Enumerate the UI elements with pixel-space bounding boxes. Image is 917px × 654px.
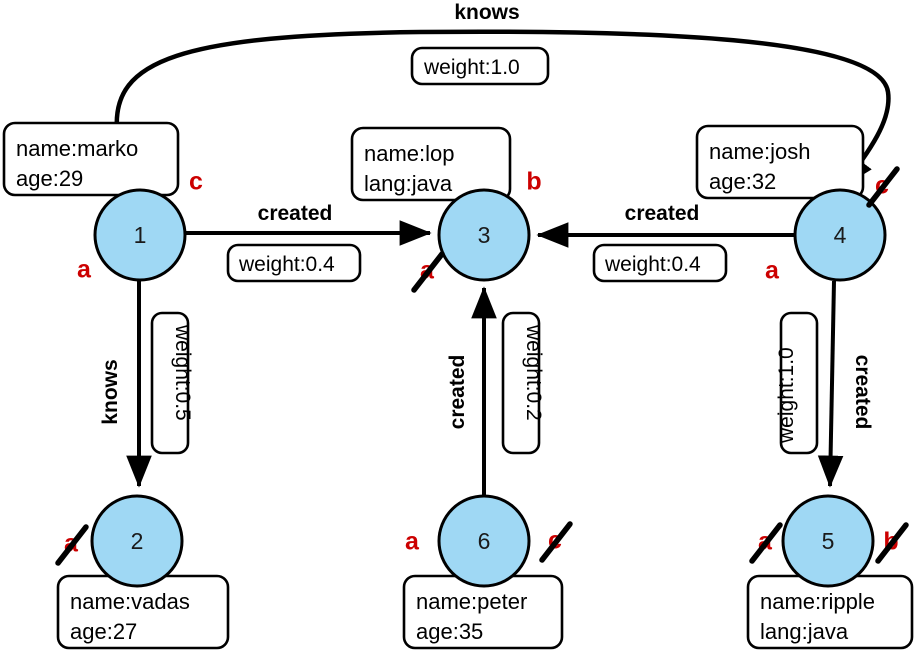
prop-box-node-1: name:marko age:29 [2,121,180,197]
node-id-label: 1 [134,222,147,248]
marker-node-2-a-struck: a [55,524,89,566]
marker-letter: c [189,168,203,196]
prop-box-rect [2,121,180,197]
node-circle[interactable] [437,188,531,282]
marker-node-1-a: a [76,254,93,284]
weight-label: weight:1.0 [423,56,520,79]
prop-line: name:vadas [70,589,190,614]
node-id-label: 4 [834,222,847,248]
marker-node-4-c-struck: c [866,166,900,208]
edges-layer [114,29,891,496]
prop-box-rect [695,124,865,200]
marker-node-6-c-struck: c [539,521,573,563]
node-circle[interactable] [90,494,184,588]
node-id-label: 3 [478,222,491,248]
weight-label: weight:1.0 [775,347,798,444]
weight-box-rect [501,311,541,455]
weight-box-edge-1-to-4: weight:1.0 [410,46,550,86]
node-5[interactable]: 5 [781,494,875,588]
marker-node-1-c: c [188,166,204,196]
marker-node-4-a: a [764,255,781,285]
strikethrough-icon [539,521,573,563]
prop-box-node-2: name:vadas age:27 [56,574,230,650]
weight-label: weight:0.4 [604,253,701,276]
prop-line: lang:java [364,171,453,196]
prop-line: name:josh [709,139,811,164]
weight-box-rect [779,311,819,455]
node-6[interactable]: 6 [437,494,531,588]
edge-type-labels-layer: knows created created knows created crea… [97,0,875,431]
edge-type-label-4-to-3: created [625,202,700,225]
weight-label: weight:0.2 [522,324,545,421]
edge-type-label-1-to-2: knows [99,359,122,424]
edge-4-to-5-created[interactable] [817,280,844,488]
weight-box-edge-1-to-2: weight:0.5 [150,311,194,455]
marker-node-5-a-struck: a [749,522,783,564]
edge-type-label-6-to-3: created [446,355,469,430]
weight-box-edge-1-to-3: weight:0.4 [226,243,362,283]
weight-box-rect [226,243,362,283]
weight-box-edge-4-to-5: weight:1.0 [775,311,819,455]
prop-line: name:lop [364,141,455,166]
prop-line: name:marko [16,136,138,161]
weight-box-rect [592,243,728,283]
node-4[interactable]: 4 [793,188,887,282]
prop-line: age:29 [16,166,83,191]
access-markers-layer: c a b a c a a [55,166,909,566]
marker-letter: a [405,528,420,556]
prop-line: age:35 [416,619,483,644]
prop-line: name:ripple [760,589,875,614]
strikethrough-icon [411,251,445,293]
node-id-label: 2 [131,528,144,554]
edge-1-to-4-knows[interactable] [114,29,891,188]
marker-letter: a [765,257,780,285]
node-1[interactable]: 1 [93,188,187,282]
strikethrough-icon [55,524,89,566]
marker-letter: b [526,168,541,196]
marker-letter: a [77,256,92,284]
weight-box-edge-4-to-3: weight:0.4 [592,243,728,283]
marker-node-3-a-struck: a [411,251,445,293]
prop-box-node-5: name:ripple lang:java [746,574,914,650]
edge-type-label-1-to-4: knows [454,1,519,24]
prop-line: name:peter [416,589,527,614]
node-circle[interactable] [437,494,531,588]
edge-type-label-1-to-3: created [258,202,333,225]
weight-box-rect [410,46,550,86]
property-boxes-layer: name:marko age:29 name:lop lang:java nam… [2,121,914,650]
strikethrough-icon [875,522,909,564]
node-circle[interactable] [793,188,887,282]
marker-node-6-a: a [404,526,421,556]
node-circle[interactable] [781,494,875,588]
node-circle[interactable] [93,188,187,282]
edge-type-label-4-to-5: created [851,355,874,430]
prop-line: lang:java [760,619,849,644]
prop-box-rect [350,126,512,202]
node-3[interactable]: 3 [437,188,531,282]
nodes-layer: 1 2 3 4 5 6 [90,188,887,588]
prop-box-node-3: name:lop lang:java [350,126,512,202]
prop-line: age:32 [709,169,776,194]
strikethrough-icon [866,166,900,208]
node-id-label: 6 [478,528,491,554]
marker-node-5-b-struck: b [875,522,909,564]
prop-line: age:27 [70,619,137,644]
weight-box-edge-6-to-3: weight:0.2 [501,311,545,455]
node-id-label: 5 [822,528,835,554]
weight-label: weight:0.5 [171,324,194,421]
weight-box-rect [150,311,190,455]
edge-weight-boxes-layer: weight:1.0 weight:0.4 weight:0.4 weight:… [150,46,819,455]
node-2[interactable]: 2 [90,494,184,588]
marker-node-3-b: b [525,166,543,196]
prop-box-node-6: name:peter age:35 [402,574,564,650]
weight-label: weight:0.4 [238,253,335,276]
prop-box-node-4: name:josh age:32 [695,124,865,200]
strikethrough-icon [749,522,783,564]
